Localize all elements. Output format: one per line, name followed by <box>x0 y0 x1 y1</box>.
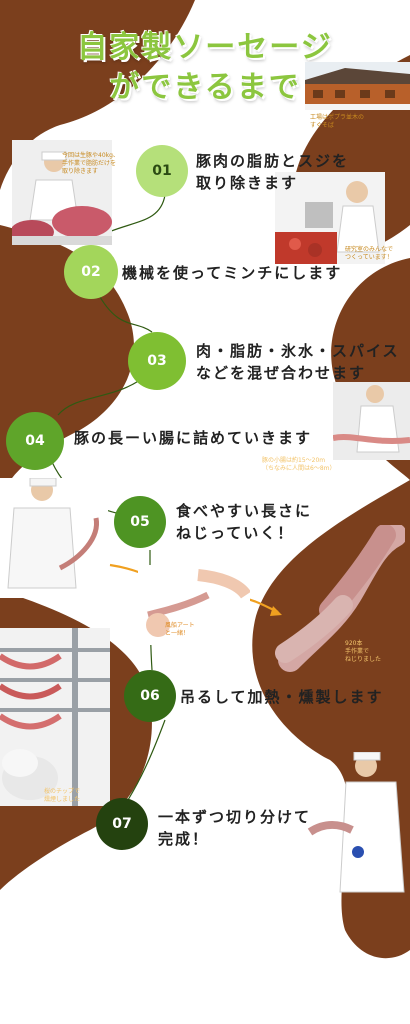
step-06-circle: 06 <box>124 670 176 722</box>
step-03-circle: 03 <box>128 332 186 390</box>
step-05-text: 食べやすい長さに ねじっていく！ <box>176 502 313 542</box>
step-04-circle: 04 <box>6 412 64 470</box>
trimming-photo <box>12 140 112 245</box>
mincing-photo <box>275 172 385 264</box>
step-04-number: 04 <box>25 433 45 449</box>
step-01-circle: 01 <box>136 145 188 197</box>
connector-line <box>99 296 153 333</box>
twisting-photo <box>0 478 108 598</box>
step-07-number: 07 <box>112 816 132 832</box>
smoking-rack-photo <box>0 628 110 806</box>
step-06-text: 吊るして加熱・燻製します <box>180 688 384 706</box>
step-04-text: 豚の長ーい腸に詰めていきます <box>74 429 313 447</box>
count-caption: 920本 手作業で ねじりました <box>345 640 382 663</box>
lab-caption: 研究室のみんなで つくっています！ <box>345 246 394 261</box>
step-02-circle: 02 <box>64 245 118 299</box>
page-title-line1: 自家製ソーセージ <box>77 30 333 65</box>
cutting-photo <box>300 752 410 897</box>
step-01-number: 01 <box>152 163 172 179</box>
step-03-text: 肉・脂肪・氷水・スパイス などを混ぜ合わせます <box>196 342 400 382</box>
step-03-number: 03 <box>147 353 167 369</box>
brown-wave-top <box>0 0 195 190</box>
step-05-circle: 05 <box>114 496 166 548</box>
chips-caption: 桜のチップで 燻煙しました <box>44 788 81 803</box>
step-07-text: 一本ずつ切り分けて 完成！ <box>158 808 312 848</box>
factory-photo <box>305 62 410 110</box>
step-07-circle: 07 <box>96 798 148 850</box>
hands-twisting-photo <box>138 565 250 645</box>
step-05-number: 05 <box>130 514 150 530</box>
step-01-text: 豚肉の脂肪とスジを 取り除きます <box>196 152 350 192</box>
arrow-icon <box>270 606 282 616</box>
step-02-text: 機械を使ってミンチにします <box>122 264 343 282</box>
sausage-link-photo <box>275 525 405 675</box>
factory-caption: 工場はポプラ並木の すぐそば <box>310 114 365 129</box>
balloon-caption: 風船アート と一緒！ <box>165 622 195 637</box>
connector-line <box>57 379 141 416</box>
intestine-caption: 豚の小腸は約15〜20m （ちなみに人間は6〜8m） <box>262 457 336 472</box>
page-title-line2: ができるまで <box>109 70 301 105</box>
connector-line <box>127 719 166 801</box>
stuffing-photo <box>333 382 410 460</box>
step-06-number: 06 <box>140 688 160 704</box>
trimming-caption: 今回は生豚や40kg、 手作業で脂肪だけを 取り除きます <box>62 152 119 175</box>
step-02-number: 02 <box>81 264 101 280</box>
